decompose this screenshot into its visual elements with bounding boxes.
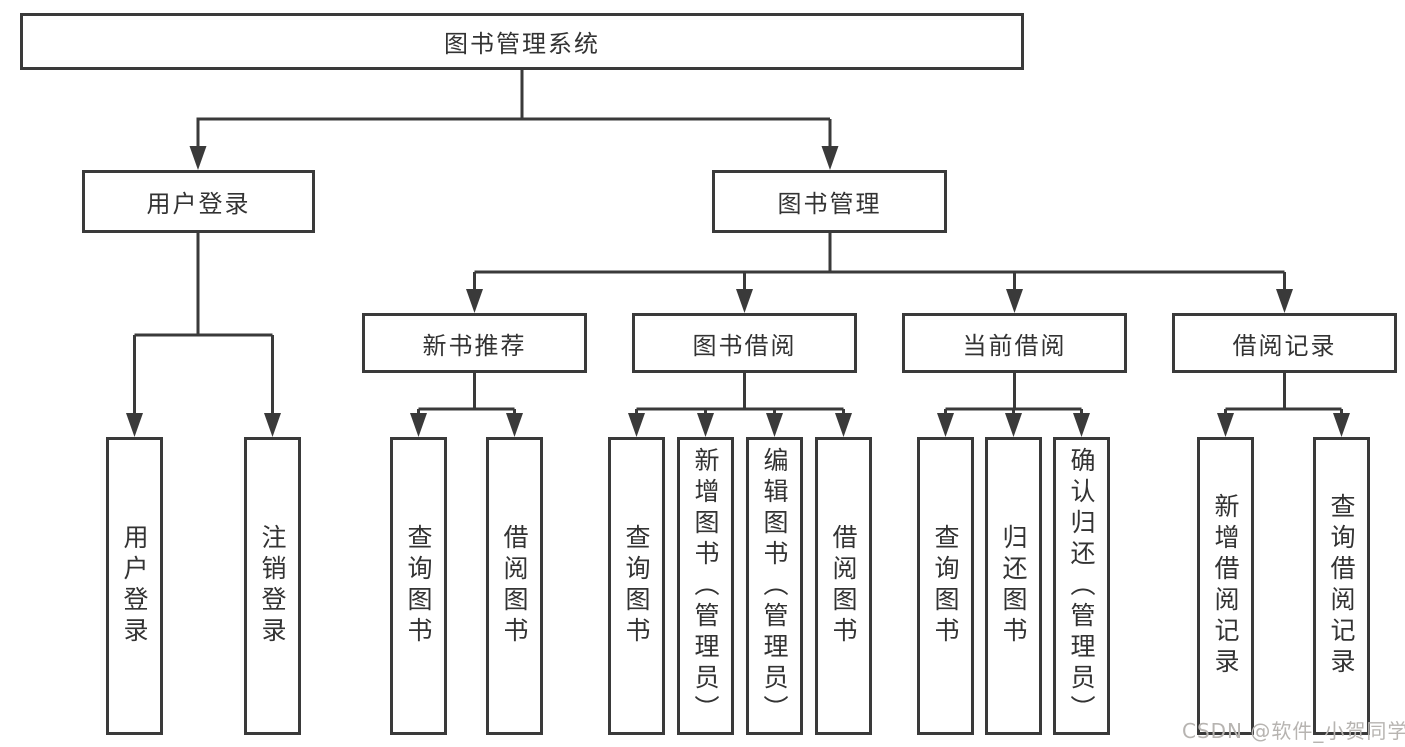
node-label: 查询图书 — [404, 524, 433, 648]
node-library-management-system: 图书管理系统 — [20, 13, 1024, 70]
leaf-borrow-books-borrowing: 借阅图书 — [815, 437, 872, 735]
leaf-logout: 注销登录 — [244, 437, 301, 735]
node-label: 确认归还（管理员） — [1067, 446, 1096, 726]
node-label: 归还图书 — [999, 524, 1028, 648]
node-label: 编辑图书（管理员） — [760, 446, 789, 726]
leaf-query-borrow-record: 查询借阅记录 — [1313, 437, 1370, 735]
leaf-query-books-current: 查询图书 — [917, 437, 974, 735]
leaf-query-books-recommend: 查询图书 — [390, 437, 447, 735]
leaf-query-books-borrowing: 查询图书 — [608, 437, 665, 735]
node-label: 新增图书（管理员） — [691, 446, 720, 726]
node-label: 图书管理系统 — [444, 30, 600, 58]
node-user-login: 用户登录 — [82, 170, 315, 233]
node-label: 查询图书 — [931, 524, 960, 648]
node-label: 查询借阅记录 — [1327, 493, 1356, 679]
node-label: 图书管理 — [777, 190, 882, 218]
node-label: 图书借阅 — [692, 331, 797, 360]
node-book-management: 图书管理 — [712, 170, 947, 233]
node-label: 用户登录 — [146, 190, 251, 218]
node-label: 借阅记录 — [1232, 331, 1337, 360]
arrowheads — [126, 146, 1350, 437]
node-current-borrowing: 当前借阅 — [902, 313, 1127, 373]
node-label: 新书推荐 — [422, 331, 527, 360]
leaf-borrow-books-recommend: 借阅图书 — [486, 437, 543, 735]
node-label: 当前借阅 — [962, 331, 1067, 360]
node-label: 借阅图书 — [829, 524, 858, 648]
leaf-add-books-admin: 新增图书（管理员） — [677, 437, 734, 735]
node-book-borrowing: 图书借阅 — [632, 313, 857, 373]
csdn-watermark: CSDN @软件_小贺同学 — [1182, 719, 1405, 743]
node-label: 查询图书 — [622, 524, 651, 648]
leaf-add-borrow-record: 新增借阅记录 — [1197, 437, 1254, 735]
leaf-return-books: 归还图书 — [985, 437, 1042, 735]
node-label: 新增借阅记录 — [1211, 493, 1240, 679]
leaf-edit-books-admin: 编辑图书（管理员） — [746, 437, 803, 735]
leaf-user-login: 用户登录 — [106, 437, 163, 735]
leaf-confirm-return-admin: 确认归还（管理员） — [1053, 437, 1110, 735]
node-borrowing-records: 借阅记录 — [1172, 313, 1397, 373]
node-label: 注销登录 — [258, 524, 287, 648]
node-new-book-recommendation: 新书推荐 — [362, 313, 587, 373]
node-label: 用户登录 — [120, 524, 149, 648]
node-label: 借阅图书 — [500, 524, 529, 648]
